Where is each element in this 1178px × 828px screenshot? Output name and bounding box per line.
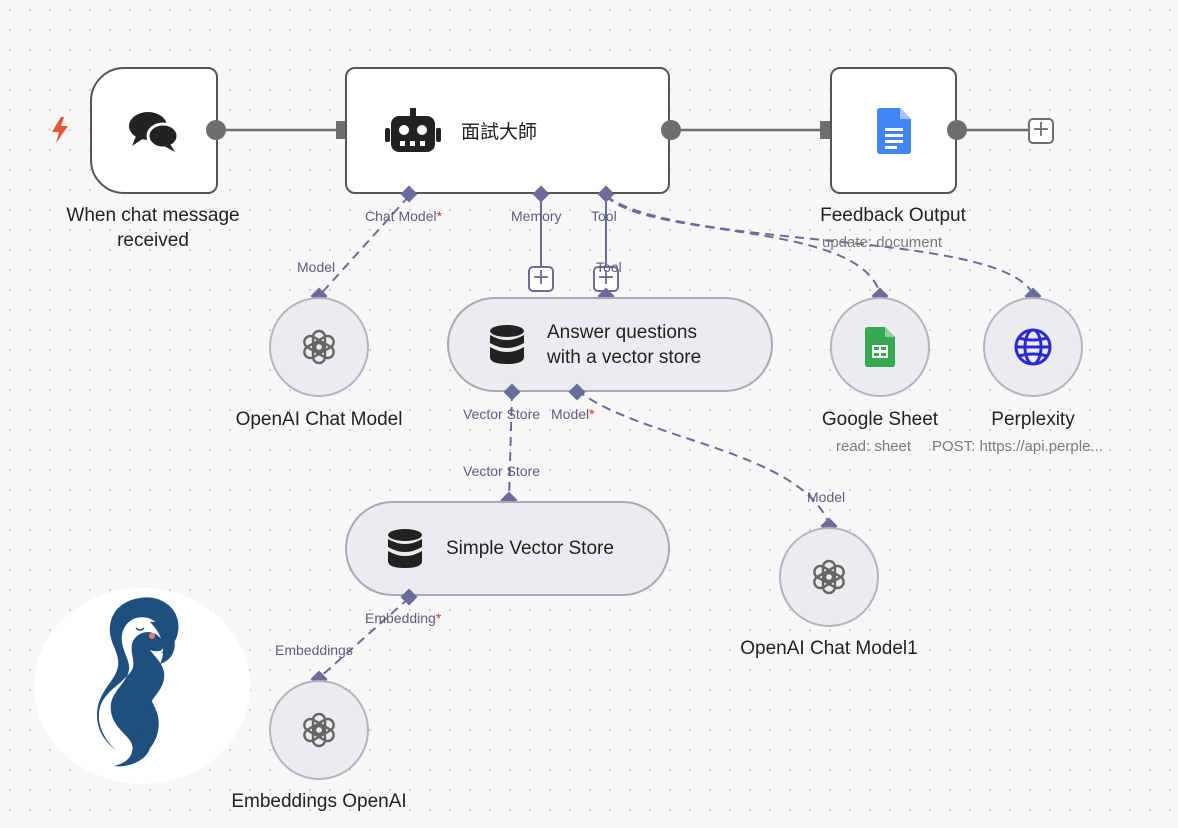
vector-store-embedding-label: Embedding* [365, 610, 442, 626]
openai-icon [303, 329, 335, 365]
google-sheet-subtitle: read: sheet [836, 438, 912, 455]
trigger-output-port[interactable] [206, 120, 226, 140]
openai-chat-model1-title: OpenAI Chat Model1 [740, 638, 918, 659]
trigger-title: When chat message received [66, 205, 240, 251]
database-icon [490, 324, 524, 364]
vector-store-title: Simple Vector Store [446, 538, 614, 559]
feedback-title: Feedback Output [820, 205, 966, 226]
perplexity-node[interactable] [983, 297, 1083, 397]
robot-icon [385, 107, 441, 152]
openai-model-port-label: Model [297, 259, 336, 275]
agent-output-port[interactable] [661, 120, 681, 140]
edge-agent-feedback-head [820, 121, 830, 139]
model1-port-label: Model [807, 489, 846, 505]
openai-chat-model-title: OpenAI Chat Model [235, 409, 403, 430]
ai-agent-node[interactable]: 面試大師 [345, 67, 670, 194]
add-next-node-button[interactable]: + [1028, 118, 1054, 144]
openai-chat-model1-node[interactable] [779, 527, 879, 627]
qa-vector-store-label: Vector Store [463, 406, 541, 422]
embeddings-openai-title: Embeddings OpenAI [231, 791, 407, 812]
openai-icon [303, 712, 335, 748]
embeddings-port-label: Embeddings [275, 642, 353, 658]
qa-tool-title-line1: Answer questions [547, 321, 697, 343]
database-icon [388, 528, 422, 568]
qa-tool-title-line2: with a vector store [547, 346, 702, 368]
simple-vector-store-node[interactable]: Simple Vector Store [345, 501, 670, 596]
chat-bubbles-icon [129, 111, 180, 152]
chat-trigger-node[interactable] [90, 67, 218, 194]
embeddings-openai-node[interactable] [269, 680, 369, 780]
globe-icon [1014, 328, 1052, 366]
feedback-output-port[interactable] [947, 120, 967, 140]
answer-questions-tool-node[interactable]: Answer questions with a vector store [447, 297, 773, 392]
feedback-output-node[interactable] [830, 67, 957, 194]
google-sheet-title: Google Sheet [821, 409, 939, 430]
avatar-illustration [96, 597, 179, 767]
qa-model-label: Model* [551, 406, 595, 422]
agent-chat-model-label: Chat Model* [365, 208, 443, 224]
google-docs-icon [876, 107, 911, 154]
vector-store-input-label: Vector Store [463, 463, 541, 479]
perplexity-title: Perplexity [991, 409, 1075, 430]
qa-tool-port-label: Tool [596, 259, 622, 275]
agent-memory-label: Memory [511, 208, 562, 224]
openai-chat-model-node[interactable] [269, 297, 369, 397]
google-sheets-icon [865, 327, 895, 367]
openai-icon [813, 559, 845, 595]
feedback-subtitle: update: document [822, 234, 943, 251]
perplexity-subtitle: POST: https://api.perple... [932, 438, 1103, 455]
agent-title: 面試大師 [461, 121, 538, 143]
add-memory-button[interactable]: + [528, 266, 554, 292]
lightning-icon [52, 117, 68, 143]
google-sheet-node[interactable] [830, 297, 930, 397]
agent-tool-label: Tool [591, 208, 617, 224]
